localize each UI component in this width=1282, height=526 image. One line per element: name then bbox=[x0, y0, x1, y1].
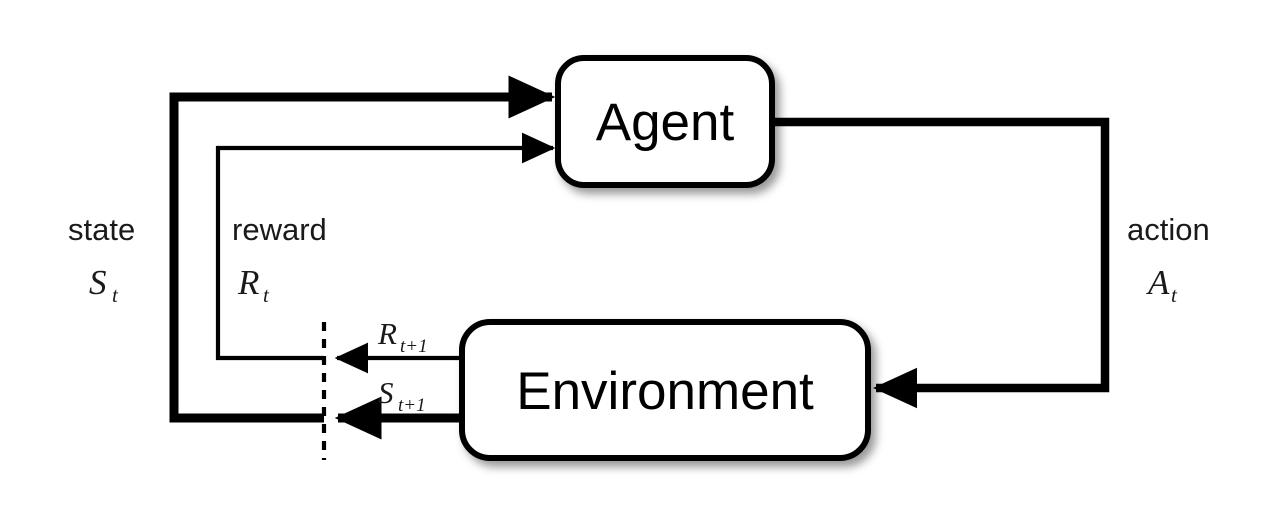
reward-feedback-arrow bbox=[215, 132, 556, 361]
label-action: action A t bbox=[1127, 212, 1210, 307]
agent-box[interactable] bbox=[555, 55, 775, 188]
edge-action bbox=[772, 117, 1110, 409]
state-feedback-arrow bbox=[169, 75, 556, 423]
node-agent[interactable]: Agent bbox=[555, 55, 775, 188]
label-reward-next: R t+1 bbox=[377, 316, 428, 357]
edge-reward-feedback bbox=[215, 132, 556, 361]
state-next-subscript: t+1 bbox=[398, 395, 426, 416]
action-label-subscript: t bbox=[1171, 283, 1178, 307]
reward-label-subscript: t bbox=[263, 283, 270, 307]
state-next-symbol: S bbox=[378, 375, 394, 410]
reward-label-symbol: R bbox=[237, 263, 259, 302]
action-arrow bbox=[772, 117, 1110, 409]
state-label-word: state bbox=[68, 212, 135, 247]
environment-box[interactable] bbox=[459, 319, 871, 461]
action-label-word: action bbox=[1127, 212, 1210, 247]
label-state-next: S t+1 bbox=[378, 375, 426, 416]
reward-label-word: reward bbox=[232, 212, 327, 247]
label-reward: reward R t bbox=[232, 212, 327, 307]
edge-state-feedback bbox=[169, 75, 556, 423]
node-environment[interactable]: Environment bbox=[459, 319, 871, 461]
action-label-symbol: A bbox=[1146, 263, 1170, 302]
reward-next-subscript: t+1 bbox=[400, 336, 428, 357]
state-label-symbol: S bbox=[89, 263, 107, 302]
reward-next-symbol: R bbox=[377, 316, 397, 351]
environment-label: Environment bbox=[516, 362, 814, 421]
agent-label: Agent bbox=[596, 93, 735, 152]
label-state: state S t bbox=[68, 212, 135, 307]
state-label-subscript: t bbox=[112, 283, 119, 307]
